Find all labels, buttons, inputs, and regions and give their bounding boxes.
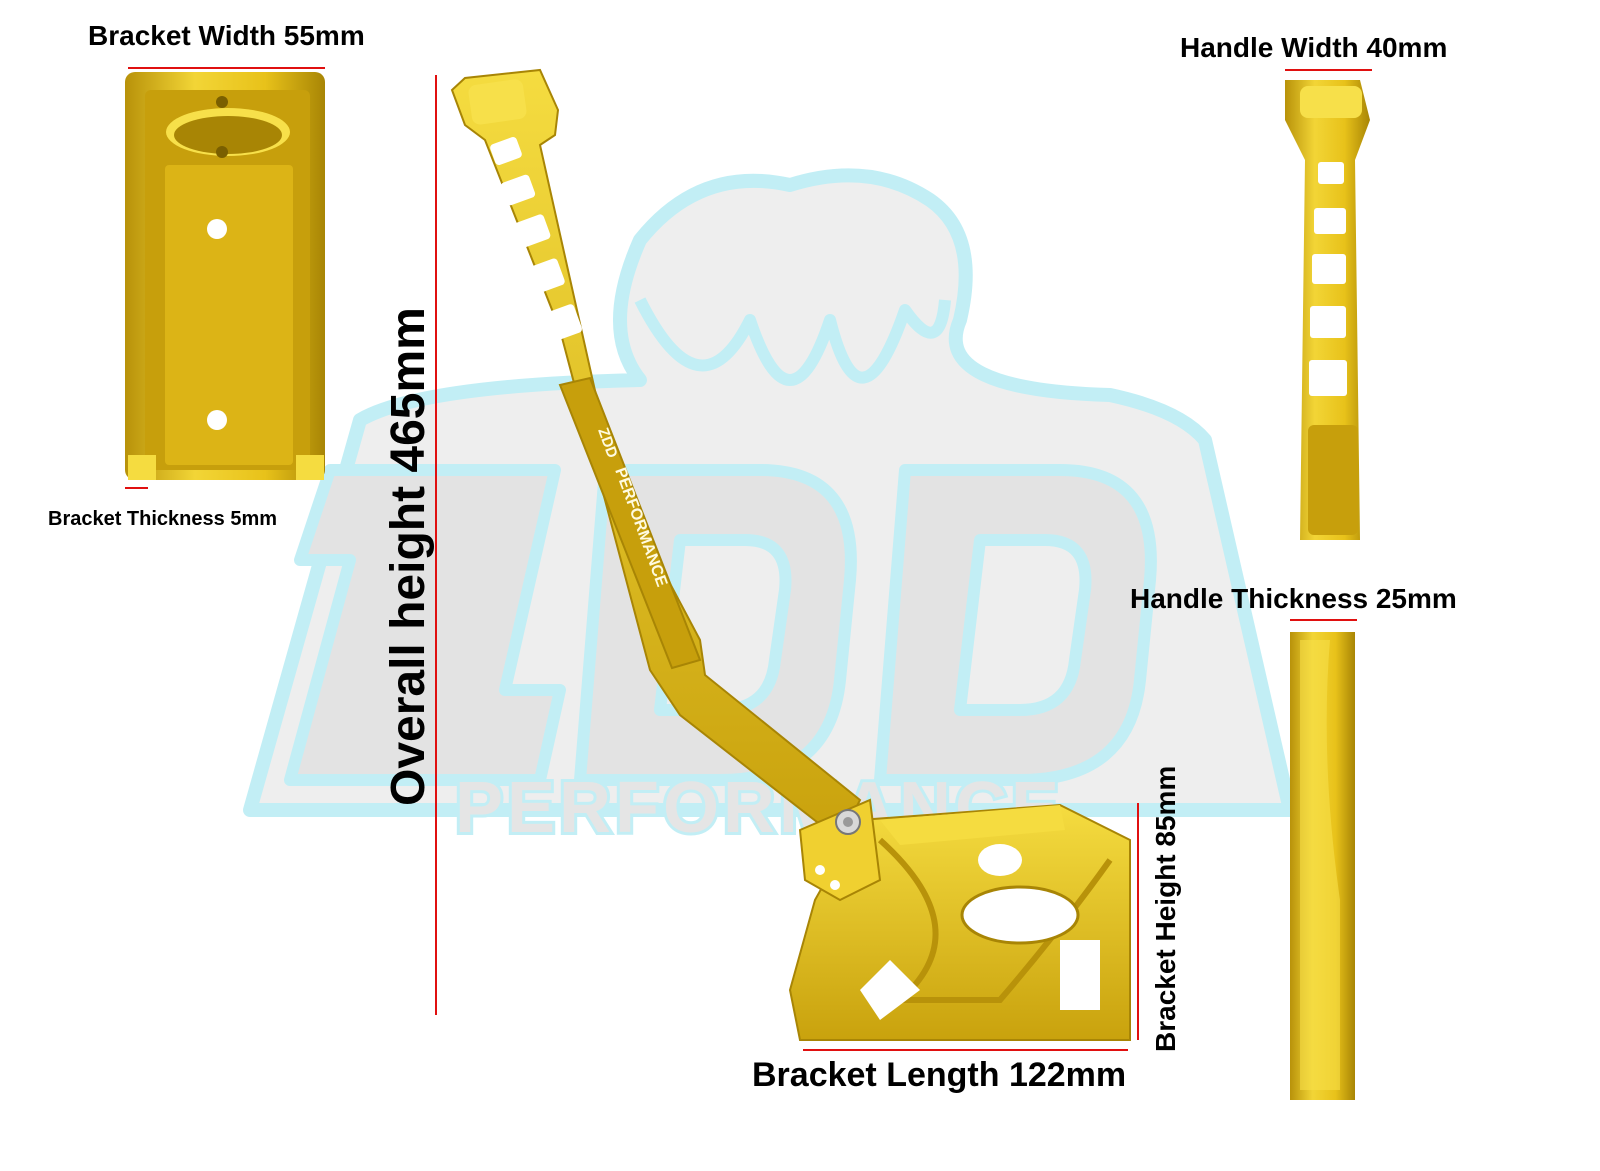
bracket-height-label: Bracket Height 85mm [1150,765,1181,1052]
zdd-performance-logo: PERFORMANCE [243,168,1297,851]
dimension-lines [125,67,1372,1051]
handle-front-view [1285,80,1370,540]
handbrake-main-view: PERFORMANCE ZDD [450,68,862,842]
base-bracket-view [788,798,1131,1041]
bracket-thickness-label: Bracket Thickness 5mm [48,508,278,530]
handle-thickness-label: Handle Thickness 25mm [1130,583,1457,614]
bracket-front-view [125,72,325,480]
bracket-length-label: Bracket Length 122mm [752,1056,1127,1094]
overall-height-label: Overall height 465mm [382,307,435,806]
watermark-fangs-icon [634,297,951,386]
bracket-width-label: Bracket Width 55mm [88,20,365,51]
handle-side-profile-view [1290,632,1355,1100]
watermark-letter-z [284,464,566,786]
watermark-letter-d2 [874,464,1157,786]
handle-width-label: Handle Width 40mm [1180,32,1448,63]
